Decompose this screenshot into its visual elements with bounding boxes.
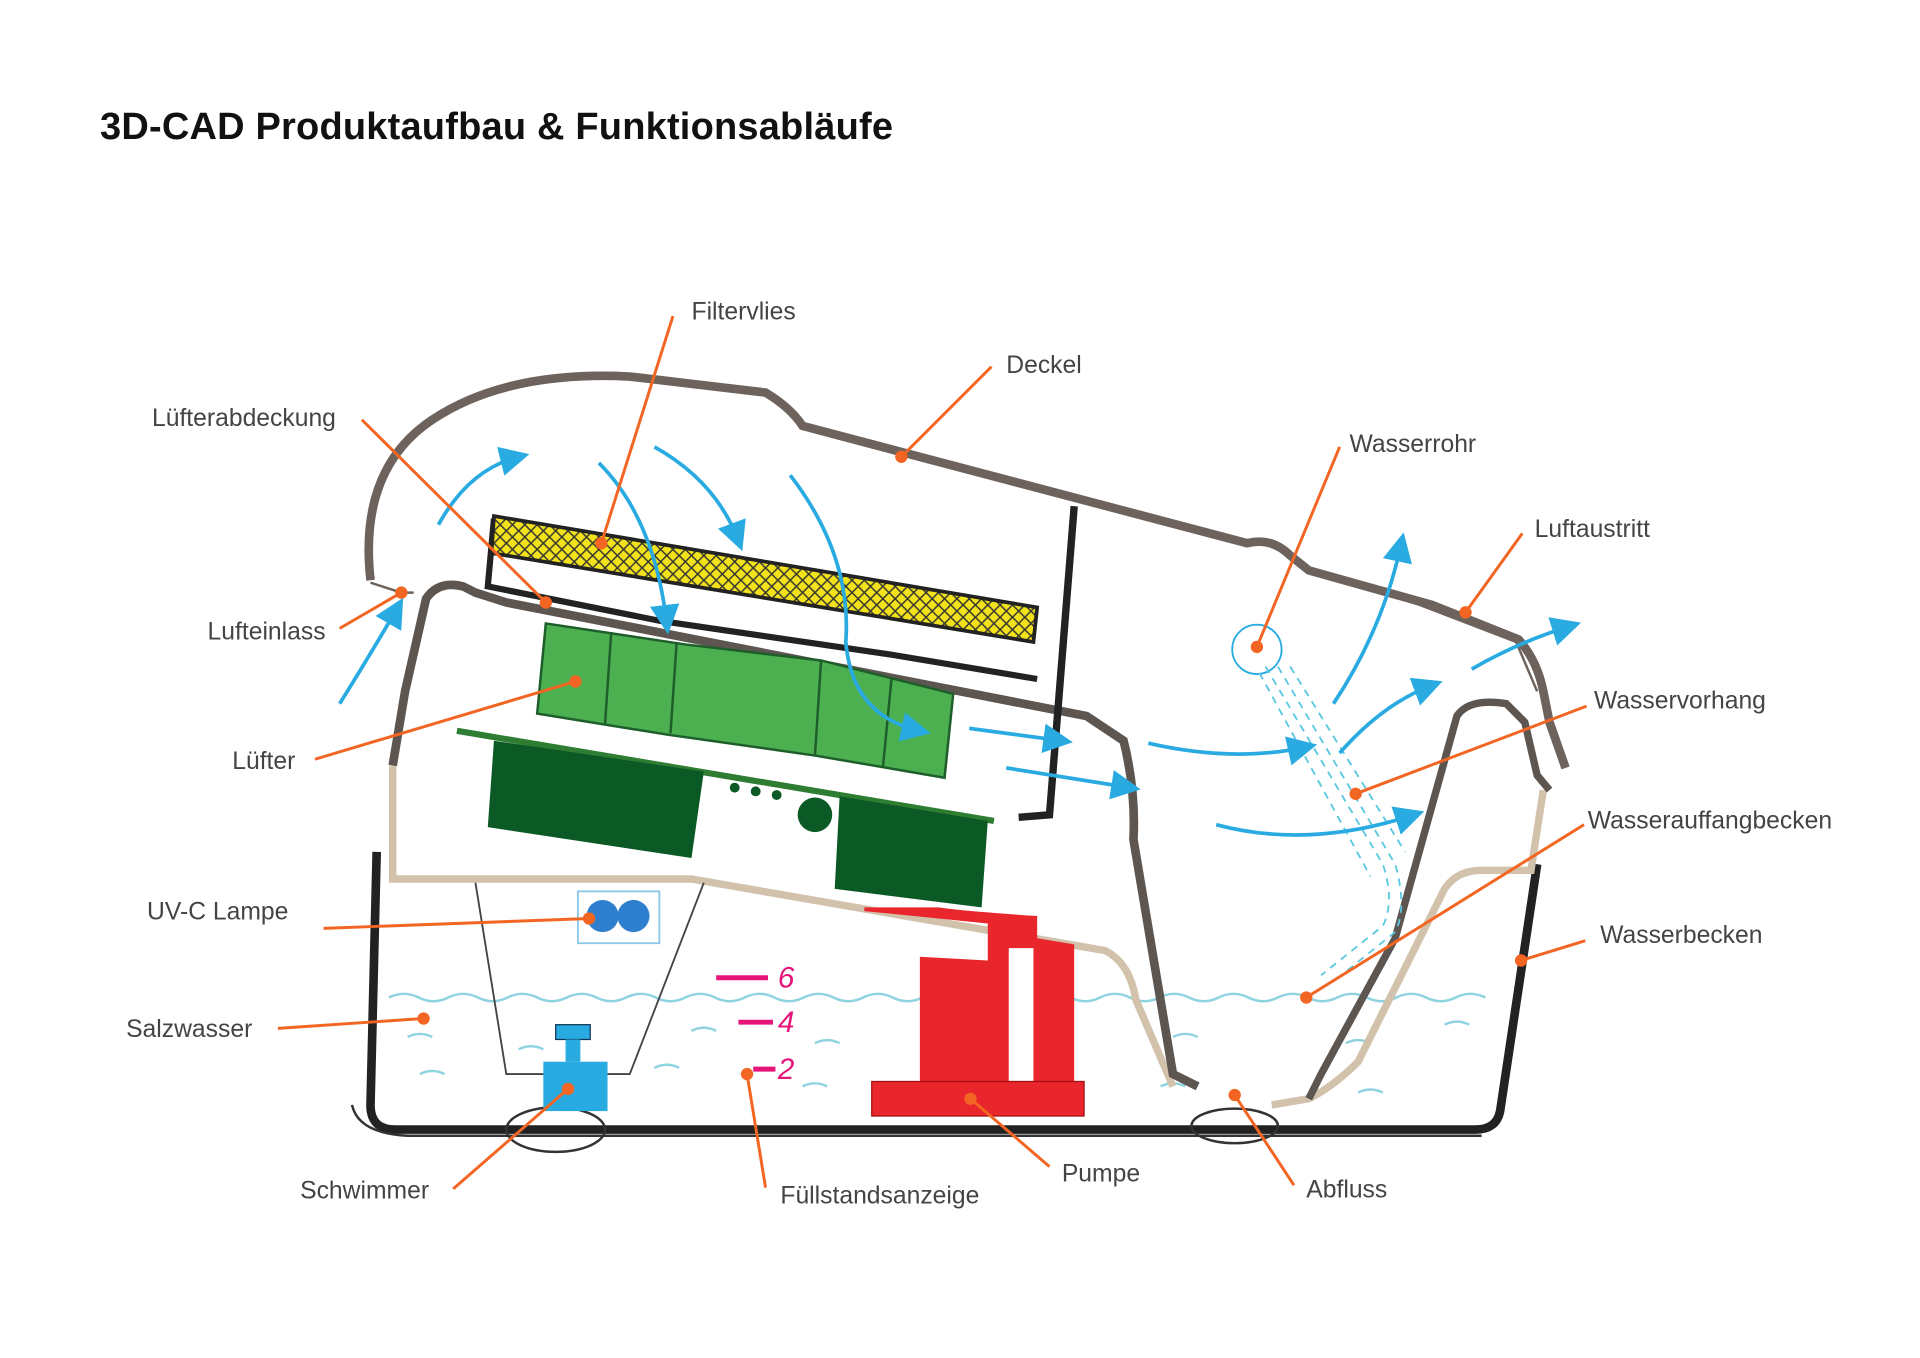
wasservorhang-shape [1258, 666, 1406, 983]
label-wasserrohr: Wasserrohr [1349, 431, 1476, 458]
fuellstandsanzeige-marks: 6 4 2 [716, 962, 795, 1086]
page-title: 3D-CAD Produktaufbau & Funktionsabläufe [100, 106, 894, 148]
wasserrohr-shape [1231, 623, 1283, 675]
leader-lines [277, 315, 1588, 1190]
uvc-lampe-shape [576, 890, 661, 945]
pumpe-shape [864, 907, 1085, 1117]
tank-bottom [350, 1104, 1482, 1138]
label-deckel: Deckel [1006, 352, 1081, 379]
label-lufteinlass: Lufteinlass [208, 618, 326, 645]
label-abfluss: Abfluss [1306, 1177, 1387, 1204]
level-mark-2: 2 [777, 1053, 795, 1086]
luefterabdeckung-shape [388, 580, 1200, 1091]
wasserbecken-shape [366, 851, 1542, 1134]
label-pumpe: Pumpe [1062, 1160, 1140, 1187]
luefter-shape [456, 622, 995, 908]
schwimmer-shape [543, 1024, 608, 1112]
level-mark-4: 4 [778, 1006, 794, 1039]
label-wasserbecken: Wasserbecken [1600, 922, 1762, 949]
wasserauffangbecken-shape [389, 765, 1547, 1109]
label-luftaustritt: Luftaustritt [1535, 516, 1650, 543]
label-filtervlies: Filtervlies [691, 299, 795, 326]
airflow-arrows [338, 445, 1582, 837]
label-wasserauffangbecken: Wasserauffangbecken [1588, 807, 1832, 834]
label-salzwasser: Salzwasser [126, 1016, 252, 1043]
label-fuellstandsanzeige: Füllstandsanzeige [780, 1183, 979, 1210]
label-uvc-lampe: UV-C Lampe [147, 899, 288, 926]
label-wasservorhang: Wasservorhang [1594, 688, 1766, 715]
deckel-shape [364, 371, 1570, 770]
level-mark-6: 6 [778, 962, 795, 995]
label-schwimmer: Schwimmer [300, 1178, 429, 1205]
label-luefterabdeckung: Lüfterabdeckung [152, 405, 336, 432]
label-luefter: Lüfter [232, 748, 295, 775]
foot-right [1190, 1107, 1280, 1145]
filtervlies-shape [489, 513, 1040, 645]
